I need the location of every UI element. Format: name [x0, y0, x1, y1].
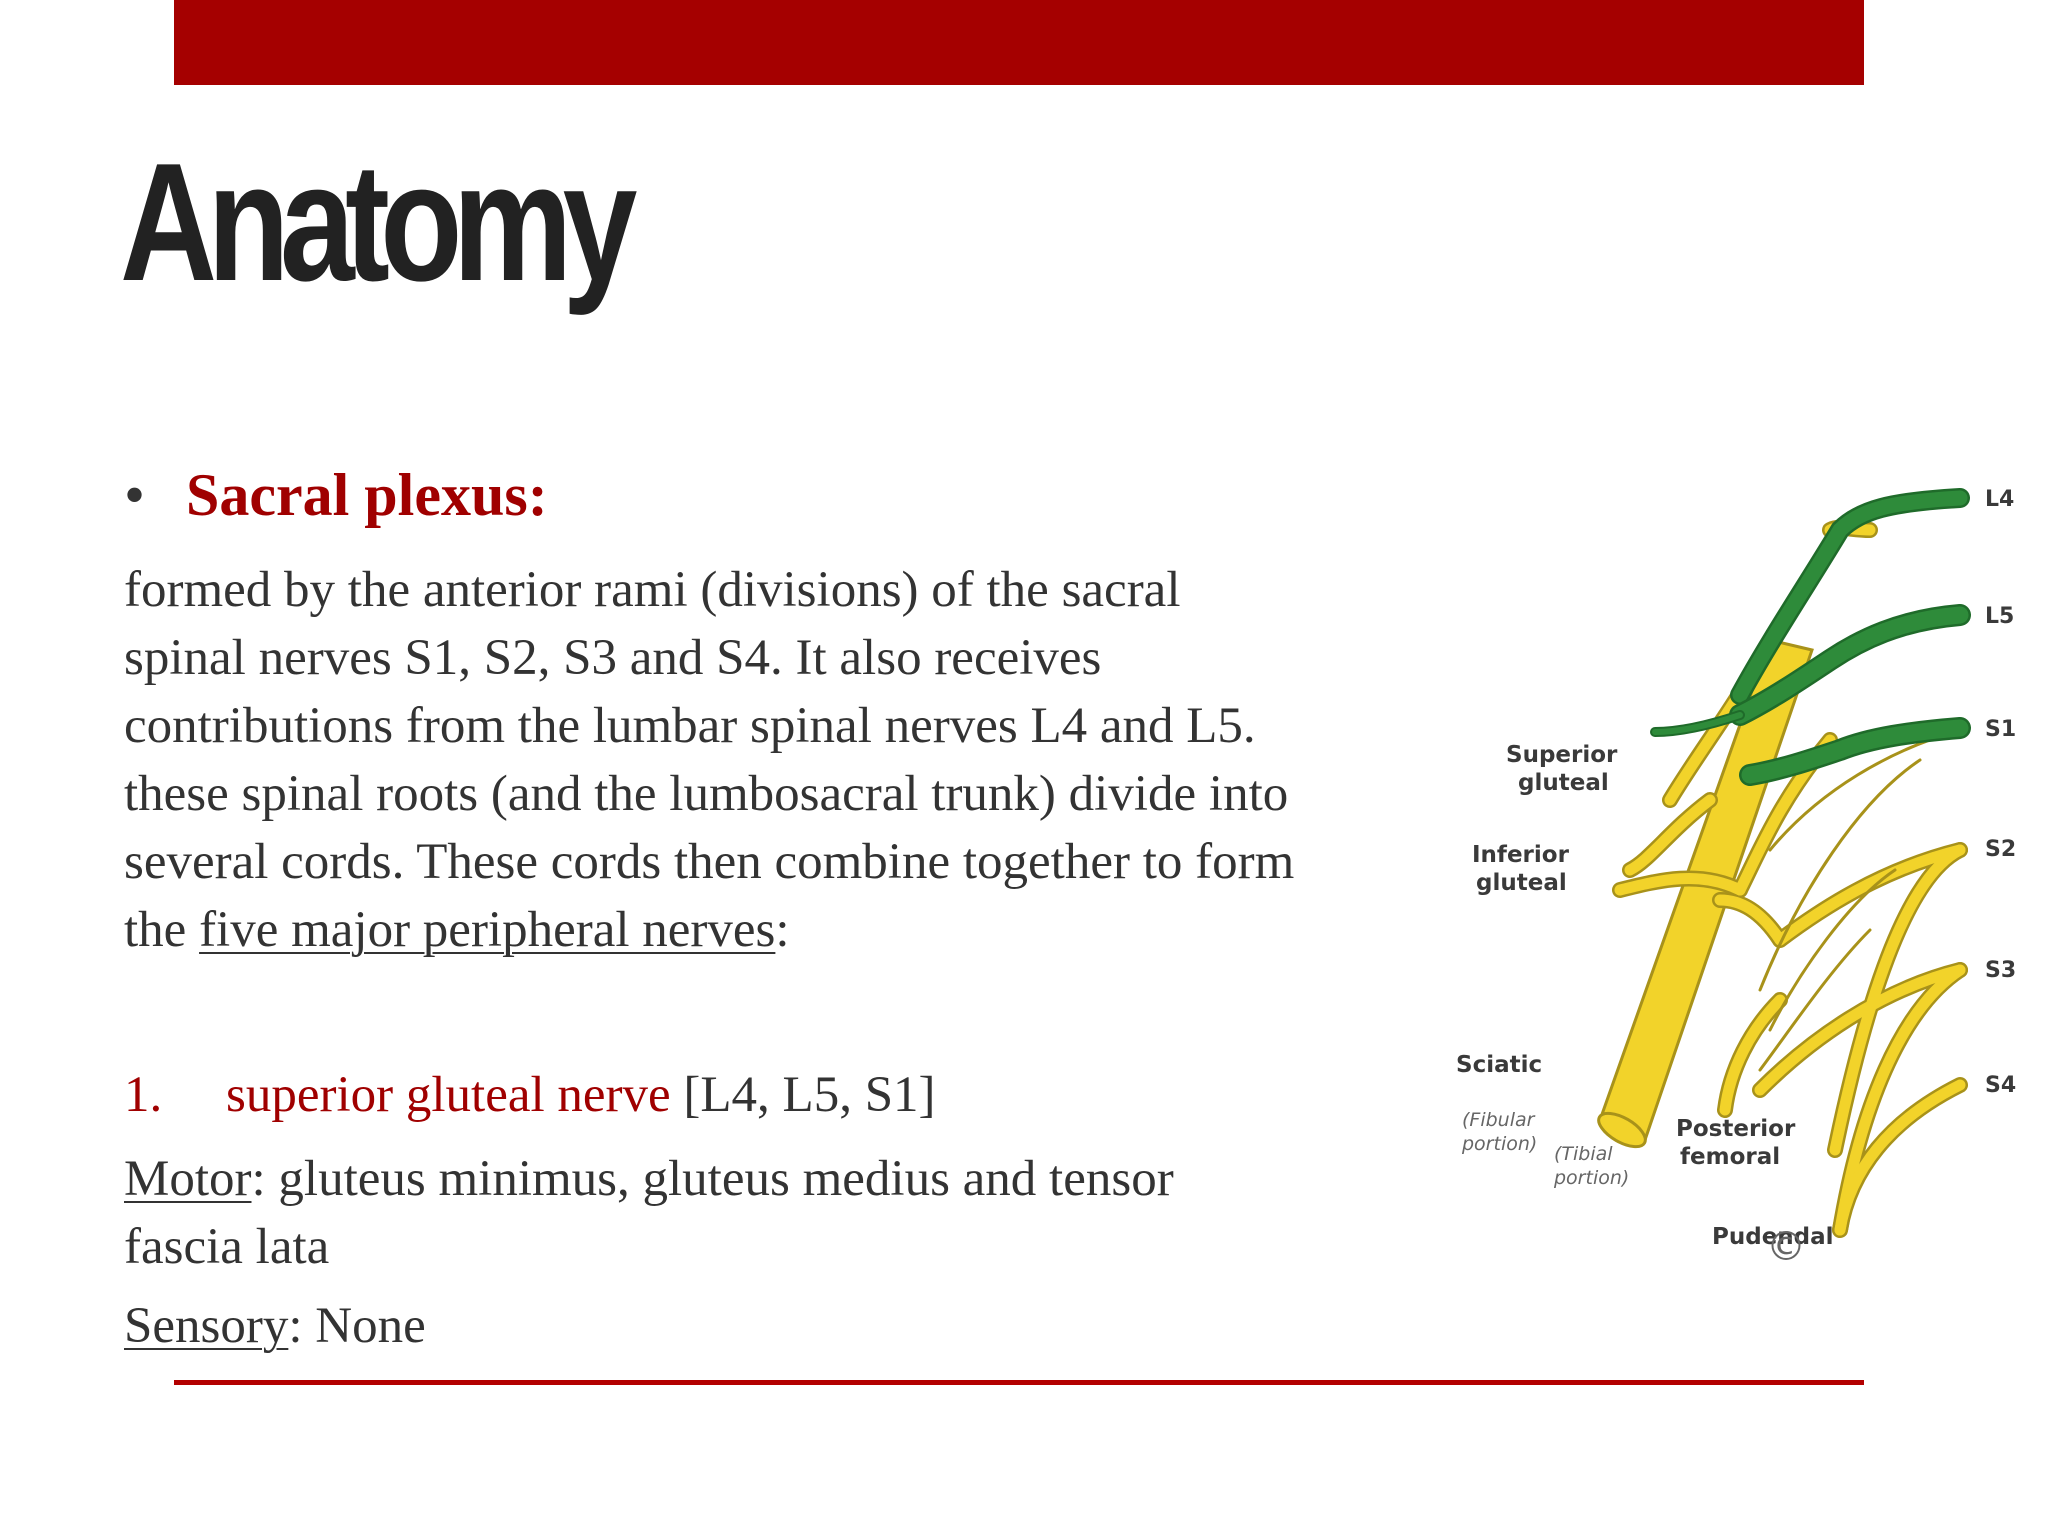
label-superior-gluteal: gluteal [1518, 770, 1609, 796]
list-number: 1. [124, 1067, 163, 1123]
root-label-s4: S4 [1985, 1073, 2016, 1098]
label-fibular-portion: (Fibular [1462, 1109, 1536, 1131]
label-posterior-femoral: femoral [1680, 1144, 1780, 1170]
sensory-info: Sensory: None [124, 1297, 426, 1355]
nerve-name: superior gluteal nerve [226, 1067, 671, 1123]
header-bar [174, 0, 1864, 85]
five-major-nerves-text: five major peripheral nerves [199, 902, 776, 958]
label-superior-gluteal: Superior [1506, 742, 1618, 768]
root-label-s2: S2 [1985, 837, 2016, 862]
label-pudendal: Pudendal [1712, 1224, 1834, 1250]
label-tibial-portion: portion) [1553, 1167, 1629, 1189]
bullet-sacral-plexus: • Sacral plexus: [124, 465, 548, 525]
nerve-roots: [L4, L5, S1] [670, 1067, 936, 1123]
paragraph-line: contributions from the lumbar spinal ner… [124, 698, 1256, 754]
root-labels: L4 L5 S1 S2 S3 S4 [1985, 487, 2016, 1098]
paragraph-line: spinal nerves S1, S2, S3 and S4. It also… [124, 630, 1102, 686]
paragraph-line: several cords. These cords then combine … [124, 834, 1295, 890]
motor-label: Motor [124, 1151, 252, 1207]
label-inferior-gluteal: Inferior [1472, 842, 1570, 868]
paragraph-line: formed by the anterior rami (divisions) … [124, 562, 1181, 618]
paragraph-text: the [124, 902, 200, 958]
motor-text: : gluteus minimus, gluteus medius and te… [251, 1151, 1174, 1207]
root-label-l5: L5 [1985, 604, 2014, 629]
label-tibial-portion: (Tibial [1554, 1143, 1613, 1165]
label-sciatic: Sciatic [1456, 1052, 1542, 1078]
paragraph-line: the five major peripheral nerves: [124, 896, 1464, 964]
footer-rule [174, 1380, 1864, 1385]
paragraph-text: : [775, 902, 790, 958]
sacral-plexus-description: formed by the anterior rami (divisions) … [124, 556, 1464, 964]
root-label-s1: S1 [1985, 717, 2016, 742]
root-label-l4: L4 [1985, 487, 2014, 512]
label-posterior-femoral: Posterior [1676, 1116, 1796, 1142]
slide-title: Anatomy [120, 128, 637, 316]
motor-info: Motor: gluteus minimus, gluteus medius a… [124, 1145, 1324, 1281]
list-item-superior-gluteal: 1. superior gluteal nerve [L4, L5, S1] [124, 1066, 936, 1124]
bullet-marker: • [124, 462, 146, 528]
sensory-label: Sensory [124, 1298, 289, 1354]
copyright-mark: © [1766, 1224, 1806, 1270]
sensory-text: : None [288, 1298, 426, 1354]
bullet-heading: Sacral plexus: [186, 462, 548, 528]
green-roots [1650, 488, 1971, 786]
label-fibular-portion: portion) [1461, 1133, 1537, 1155]
paragraph-line: these spinal roots (and the lumbosacral … [124, 766, 1289, 822]
label-inferior-gluteal: gluteal [1476, 870, 1567, 896]
motor-line: Motor: gluteus minimus, gluteus medius a… [124, 1145, 1324, 1213]
nerve-labels: Superior gluteal Inferior gluteal Sciati… [1456, 742, 1834, 1270]
root-label-s3: S3 [1985, 958, 2016, 983]
sacral-plexus-diagram: L4 L5 S1 S2 S3 S4 Superior gluteal Infer… [1456, 487, 2016, 1270]
motor-line: fascia lata [124, 1219, 330, 1275]
